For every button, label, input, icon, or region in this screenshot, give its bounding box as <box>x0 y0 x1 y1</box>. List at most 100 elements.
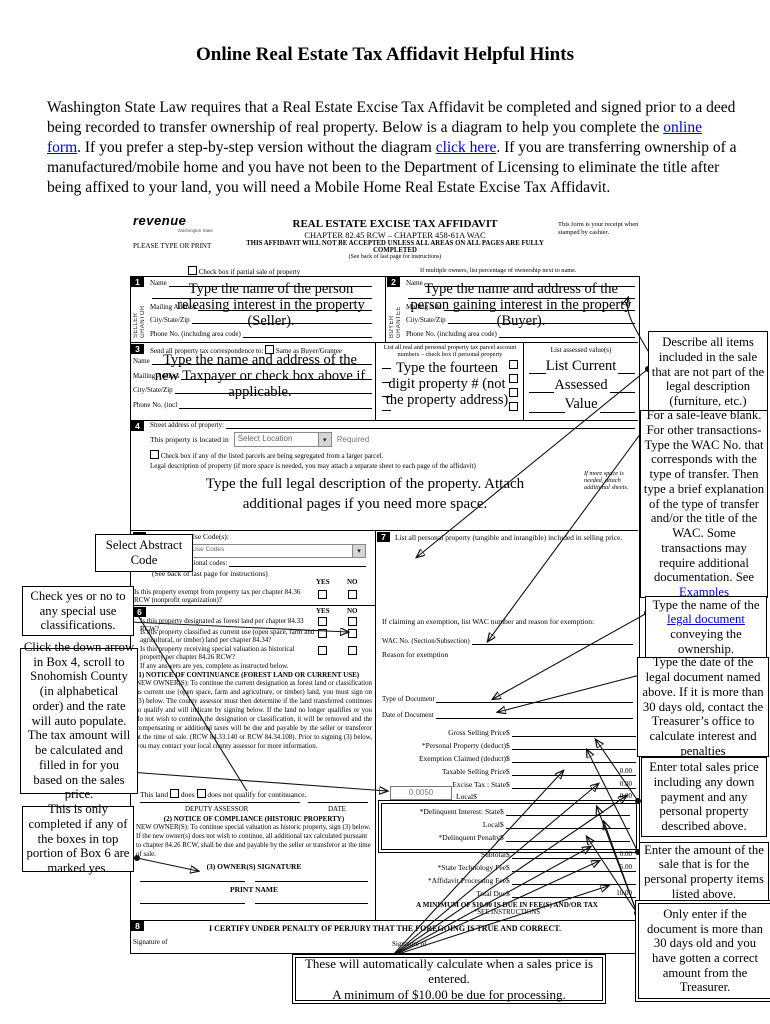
required-label: Required <box>336 435 370 444</box>
mailing-input-line[interactable] <box>181 371 372 380</box>
field-label: Name <box>150 279 167 287</box>
personal-property-checkbox[interactable] <box>509 402 518 411</box>
tech-fee-row: *State Technology Fee$5.00 <box>380 862 636 872</box>
current-no-checkbox[interactable] <box>348 629 357 638</box>
parcel-row <box>380 360 518 369</box>
segregated-row: Check box if any of the listed parcels a… <box>150 450 383 460</box>
street-label: Street address of property: <box>150 421 225 429</box>
historic-yes-checkbox[interactable] <box>318 646 327 655</box>
taxable-label: Taxable Selling Price <box>441 767 506 776</box>
historic-question: Is this property receiving special valua… <box>140 645 295 662</box>
personal-deduct-line[interactable] <box>511 740 636 750</box>
chevron-down-icon[interactable] <box>317 433 331 446</box>
buyer-word: BUYER <box>389 315 395 338</box>
wac-row: WAC No. (Section/Subsection) <box>382 636 633 645</box>
delinquent-penalty-line[interactable] <box>505 832 630 842</box>
city-input-line[interactable] <box>174 385 372 394</box>
city-input-line[interactable] <box>447 315 635 324</box>
total-due-line[interactable]: 10.00 <box>511 888 636 898</box>
seller-blank-row <box>150 290 372 299</box>
phone-input-line[interactable] <box>242 329 372 338</box>
mailing-input-line[interactable] <box>198 302 372 311</box>
exemption-deduct-line[interactable] <box>511 753 636 763</box>
field-label: Mailing Address <box>150 303 197 311</box>
personal-property-checkbox[interactable] <box>509 360 518 369</box>
does-checkbox[interactable] <box>170 789 179 798</box>
location-dropdown-value: Select Location <box>237 434 293 443</box>
tech-fee-line[interactable]: 5.00 <box>511 862 636 872</box>
forest-no-checkbox[interactable] <box>348 617 357 626</box>
chevron-down-icon[interactable] <box>352 545 365 557</box>
click-here-link[interactable]: click here <box>435 138 497 156</box>
forest-yes-checkbox[interactable] <box>318 617 327 626</box>
exempt-no-checkbox[interactable] <box>348 590 357 599</box>
form-header: REAL ESTATE EXCISE TAX AFFIDAVIT CHAPTER… <box>240 218 550 260</box>
examples-link[interactable]: Examples <box>678 585 730 600</box>
excise-state-line[interactable]: 0.00 <box>511 779 636 789</box>
personal-property-checkbox[interactable] <box>509 374 518 383</box>
phone-input-line[interactable] <box>498 329 635 338</box>
local-rate-box[interactable]: 0.0050 <box>390 786 452 800</box>
gross-line[interactable] <box>511 727 636 737</box>
date-doc-label: Date of Document <box>382 711 434 719</box>
personal-property-checkbox[interactable] <box>509 388 518 397</box>
same-as-label: Same as Buyer/Grantee <box>275 347 342 355</box>
wac-input-line[interactable] <box>471 636 633 645</box>
input-line[interactable] <box>408 290 635 299</box>
subtotal-line[interactable]: 0.00 <box>511 849 636 859</box>
city-input-line[interactable] <box>191 315 372 324</box>
name-input-line[interactable] <box>168 278 372 287</box>
box6-number: 6 <box>133 607 146 617</box>
date-doc-line[interactable] <box>435 710 633 719</box>
partial-sale-checkbox[interactable] <box>188 266 197 275</box>
line <box>618 365 636 375</box>
delinquent-interest-line[interactable] <box>505 806 630 816</box>
street-input-line[interactable] <box>226 420 635 429</box>
historic-no-checkbox[interactable] <box>348 646 357 655</box>
current-use-question: Is this property classified as current u… <box>140 628 315 645</box>
processing-fee-line[interactable] <box>511 875 636 885</box>
form-title: REAL ESTATE EXCISE TAX AFFIDAVIT <box>292 218 498 230</box>
owner-signature-line[interactable] <box>255 881 368 882</box>
phone-input-line[interactable] <box>179 400 372 409</box>
online-form-link[interactable]: online form <box>47 118 702 156</box>
dash <box>382 388 391 397</box>
taxable-line[interactable]: 0.00 <box>511 766 636 776</box>
exemption-claim-label: If claiming an exemption, list WAC numbe… <box>382 617 595 626</box>
divider <box>130 920 638 921</box>
assessed-line-1: List Current <box>527 358 636 375</box>
exempt-yes-checkbox[interactable] <box>318 590 327 599</box>
gross-row: Gross Selling Price$ <box>380 727 636 737</box>
callout-legal-pre: Type the name of the <box>652 597 760 612</box>
owner-signature-line[interactable] <box>140 881 245 882</box>
deputy-signature-line[interactable] <box>140 802 300 803</box>
name-input-line[interactable] <box>424 278 635 287</box>
multiple-owners-note: If multiple owners, list percentage of o… <box>420 267 577 274</box>
current-yes-checkbox[interactable] <box>318 629 327 638</box>
segregated-checkbox[interactable] <box>150 450 159 459</box>
dash <box>382 402 391 411</box>
seller-side-label: SELLER GRANTOR <box>133 290 146 338</box>
delinquent-local-line[interactable] <box>505 819 630 829</box>
auto-calc-line-2: A minimum of $10.00 be due for processin… <box>332 986 566 1002</box>
additional-codes-line[interactable] <box>229 558 366 567</box>
dollar-sign: $ <box>506 728 510 737</box>
callout-treasurer-amount: Only enter if the document is more than … <box>635 900 770 1002</box>
does-not-checkbox[interactable] <box>196 789 206 798</box>
date-line[interactable] <box>308 802 368 803</box>
legal-document-link[interactable]: legal document <box>667 612 745 627</box>
input-line[interactable] <box>152 290 372 299</box>
delinquent-interest-row: *Delinquent Interest: State$ <box>384 806 630 816</box>
dollar-sign: $ <box>506 780 510 789</box>
print-name-line[interactable] <box>255 903 368 904</box>
name-input-line[interactable] <box>151 356 372 365</box>
mailing-input-line[interactable] <box>443 302 635 311</box>
delinquent-penalty-row: *Delinquent Penalty$ <box>384 832 630 842</box>
print-name-line[interactable] <box>140 903 245 904</box>
land-use-see-back: (See back of last page for instructions) <box>152 569 268 578</box>
location-dropdown[interactable]: Select Location <box>233 432 332 447</box>
type-doc-line[interactable] <box>436 694 633 703</box>
seller-city-row: City/State/Zip <box>150 315 372 324</box>
line <box>599 404 636 413</box>
divider <box>130 530 638 531</box>
